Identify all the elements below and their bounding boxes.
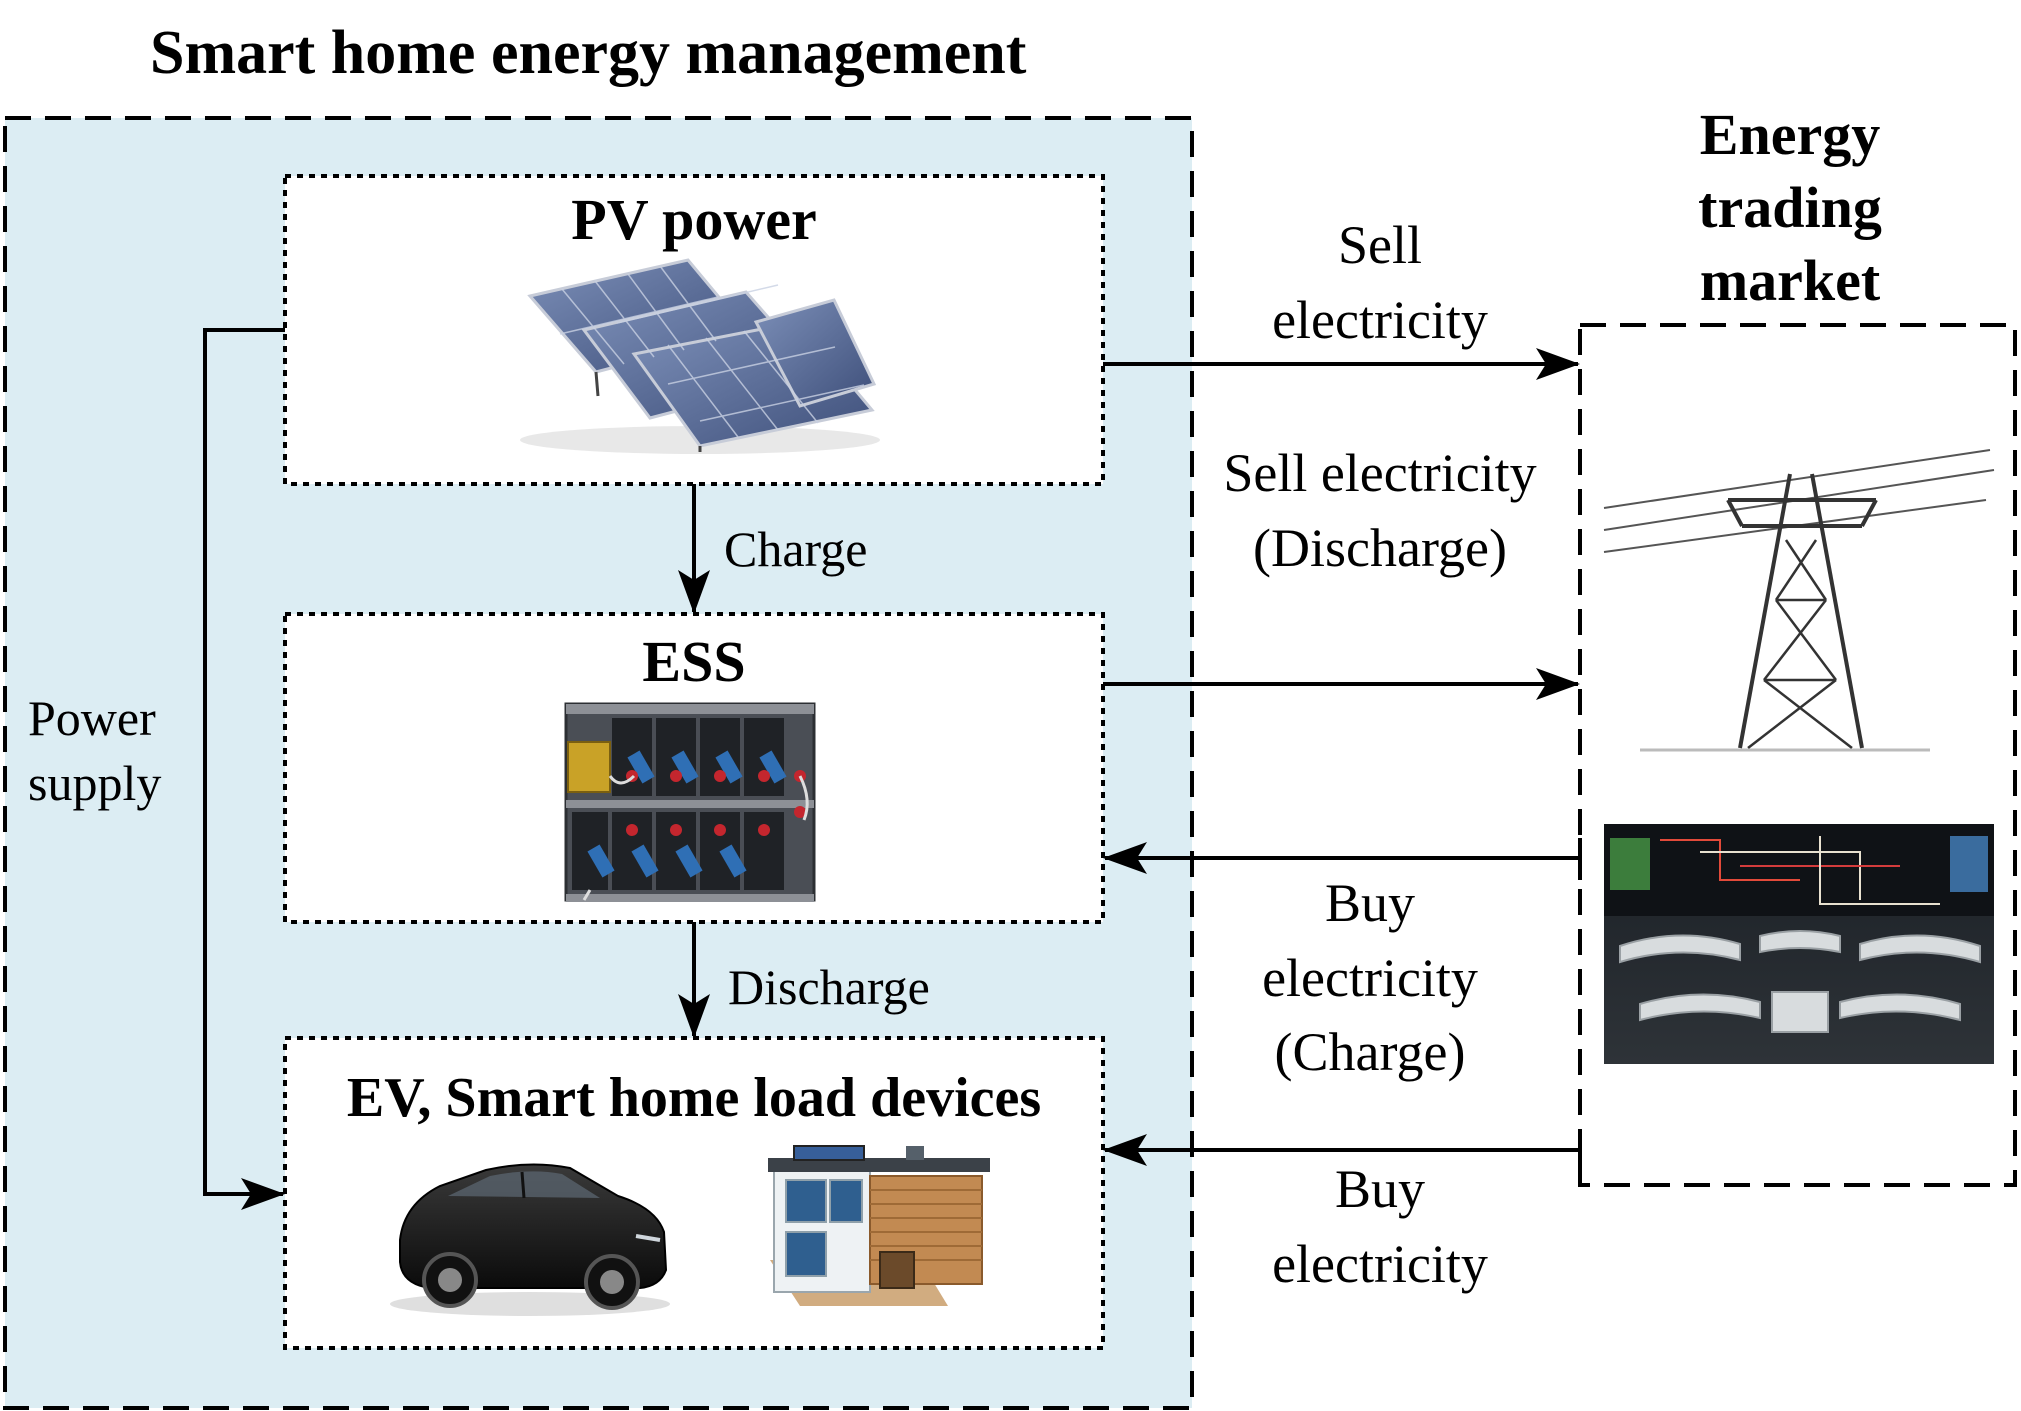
sell-pv-label: Sell electricity [1272, 215, 1488, 350]
loads-box-title: EV, Smart home load devices [346, 1067, 1042, 1129]
market-title: Energy trading market [1698, 102, 1882, 314]
buy-ess-label: Buy electricity (Charge) [1262, 873, 1478, 1083]
discharge-label: Discharge [728, 959, 930, 1015]
power-supply-arrow [203, 328, 285, 1210]
pv-box-title: PV power [571, 187, 817, 252]
charge-label: Charge [724, 521, 868, 577]
smart-house-icon [768, 1145, 990, 1306]
diagram-title: Smart home energy management [150, 19, 1027, 87]
control-room-icon [1604, 824, 1994, 1064]
ess-box-title: ESS [642, 629, 746, 694]
buy-load-label: Buy electricity [1272, 1159, 1488, 1294]
car-icon [390, 1163, 670, 1316]
power-supply-label: Power supply [28, 690, 162, 811]
solar-panel-icon [520, 258, 880, 454]
transmission-tower-icon [1603, 449, 1995, 752]
sell-ess-label: Sell electricity (Discharge) [1223, 443, 1537, 578]
battery-rack-icon [564, 702, 816, 902]
